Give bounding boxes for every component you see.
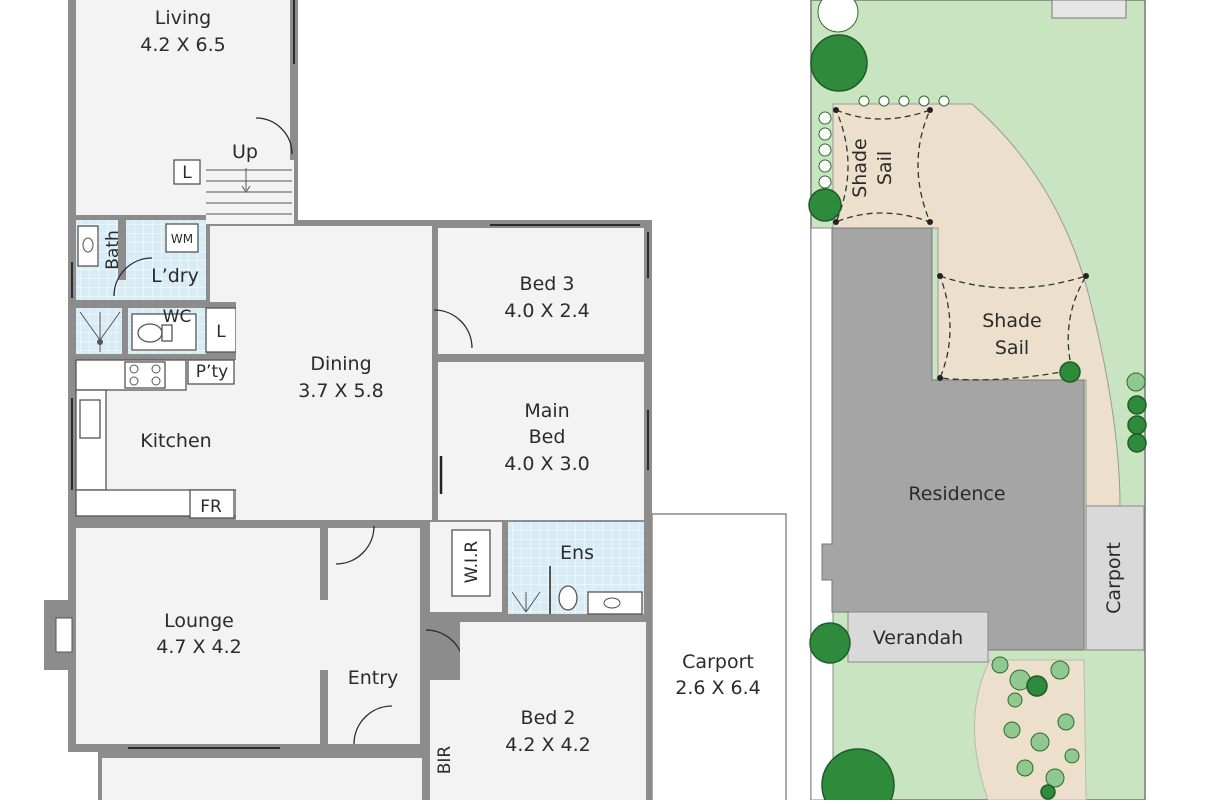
bed-2 bbox=[460, 622, 646, 800]
carport-floorplan bbox=[651, 513, 787, 804]
wc-wall bbox=[122, 308, 128, 354]
carport-size: 2.6 X 6.4 bbox=[675, 677, 761, 699]
hearth bbox=[55, 617, 73, 653]
built-in-robe bbox=[430, 680, 460, 800]
front-verandah bbox=[102, 758, 422, 800]
ensuite-toilet bbox=[558, 585, 578, 611]
living-door-swing bbox=[255, 117, 293, 155]
basin-bowl bbox=[82, 237, 94, 253]
front-door-swing bbox=[353, 705, 393, 745]
site-plan: Shade Sail Shade Sail Residence Carport … bbox=[808, 0, 1147, 804]
pantry bbox=[187, 359, 235, 385]
verandah-label: Verandah bbox=[873, 627, 963, 649]
stairs bbox=[206, 168, 292, 215]
entry-label: Entry bbox=[348, 667, 399, 689]
wir-shelf bbox=[451, 529, 491, 597]
washing-machine bbox=[165, 223, 199, 253]
basin bbox=[77, 225, 99, 267]
carport-label: Carport bbox=[682, 651, 754, 673]
bir-label: BIR bbox=[435, 746, 455, 775]
sink bbox=[79, 399, 101, 439]
wc-label: WC bbox=[163, 307, 192, 327]
shower bbox=[79, 311, 121, 352]
bed-3 bbox=[438, 228, 644, 354]
wir-label: W.I.R bbox=[462, 541, 482, 584]
lounge bbox=[76, 528, 320, 744]
living-label: Living bbox=[155, 7, 212, 29]
entry-hall bbox=[328, 528, 420, 744]
shrubs bbox=[818, 95, 1080, 800]
bath-label: Bath bbox=[103, 230, 123, 270]
main-bed bbox=[438, 362, 644, 520]
bath-partition bbox=[118, 220, 126, 280]
ensuite-shower bbox=[511, 591, 541, 613]
ensuite-label: Ens bbox=[560, 542, 594, 564]
lounge-label: Lounge bbox=[164, 610, 234, 632]
entry-door-swing bbox=[335, 525, 375, 565]
bed3-size: 4.0 X 2.4 bbox=[504, 300, 590, 322]
lounge-opening bbox=[316, 600, 330, 670]
bed3-label: Bed 3 bbox=[520, 273, 575, 295]
linen-cupboard bbox=[173, 159, 201, 185]
shade-sail-2-line2: Sail bbox=[995, 337, 1029, 359]
residence-label: Residence bbox=[908, 483, 1005, 505]
linen-label: L bbox=[182, 163, 192, 183]
verandah bbox=[847, 611, 989, 663]
cooktop bbox=[124, 361, 166, 389]
kitchen-label: Kitchen bbox=[140, 430, 211, 452]
trees bbox=[808, 0, 1147, 804]
ensuite-vanity bbox=[587, 591, 643, 615]
dining-size: 3.7 X 5.8 bbox=[298, 380, 384, 402]
wc-partition bbox=[76, 300, 206, 308]
laundry-door-swing bbox=[113, 257, 153, 297]
bed3-door-swing bbox=[433, 309, 473, 349]
shade-sail-2 bbox=[938, 274, 1088, 381]
bed2-size: 4.2 X 4.2 bbox=[505, 734, 591, 756]
pantry-label: P’ty bbox=[196, 362, 228, 382]
laundry-label: L’dry bbox=[151, 265, 199, 287]
dining-room bbox=[236, 226, 432, 520]
site-carport-label: Carport bbox=[1103, 542, 1125, 614]
main-bed-label-2: Bed bbox=[529, 426, 566, 448]
fridge-space bbox=[189, 489, 235, 519]
living-size: 4.2 X 6.5 bbox=[140, 34, 226, 56]
main-bed-size: 4.0 X 3.0 bbox=[504, 453, 590, 475]
site-carport bbox=[1085, 505, 1145, 651]
rear-shed bbox=[1051, 0, 1127, 19]
shade-sail-2-line1: Shade bbox=[982, 310, 1042, 332]
dining-nook bbox=[210, 226, 240, 302]
fridge-label: FR bbox=[200, 497, 222, 517]
shade-sail-1-line2: Sail bbox=[874, 151, 896, 185]
toilet bbox=[137, 323, 163, 343]
washing-machine-label: WM bbox=[171, 232, 193, 246]
floor-plan: Living 4.2 X 6.5 Up L Bath WM L’dry WC L… bbox=[44, 0, 787, 804]
stair-up-label: Up bbox=[232, 141, 258, 163]
kitchen-opening bbox=[236, 386, 242, 462]
lounge-size: 4.7 X 4.2 bbox=[156, 636, 242, 658]
side-path bbox=[810, 227, 834, 801]
shade-sail-1-line1: Shade bbox=[849, 138, 871, 198]
main-bed-label-1: Main bbox=[524, 400, 569, 422]
toilet-cistern bbox=[161, 324, 173, 342]
linen2-label: L bbox=[216, 322, 226, 342]
dining-label: Dining bbox=[310, 353, 371, 375]
bed2-label: Bed 2 bbox=[521, 707, 576, 729]
